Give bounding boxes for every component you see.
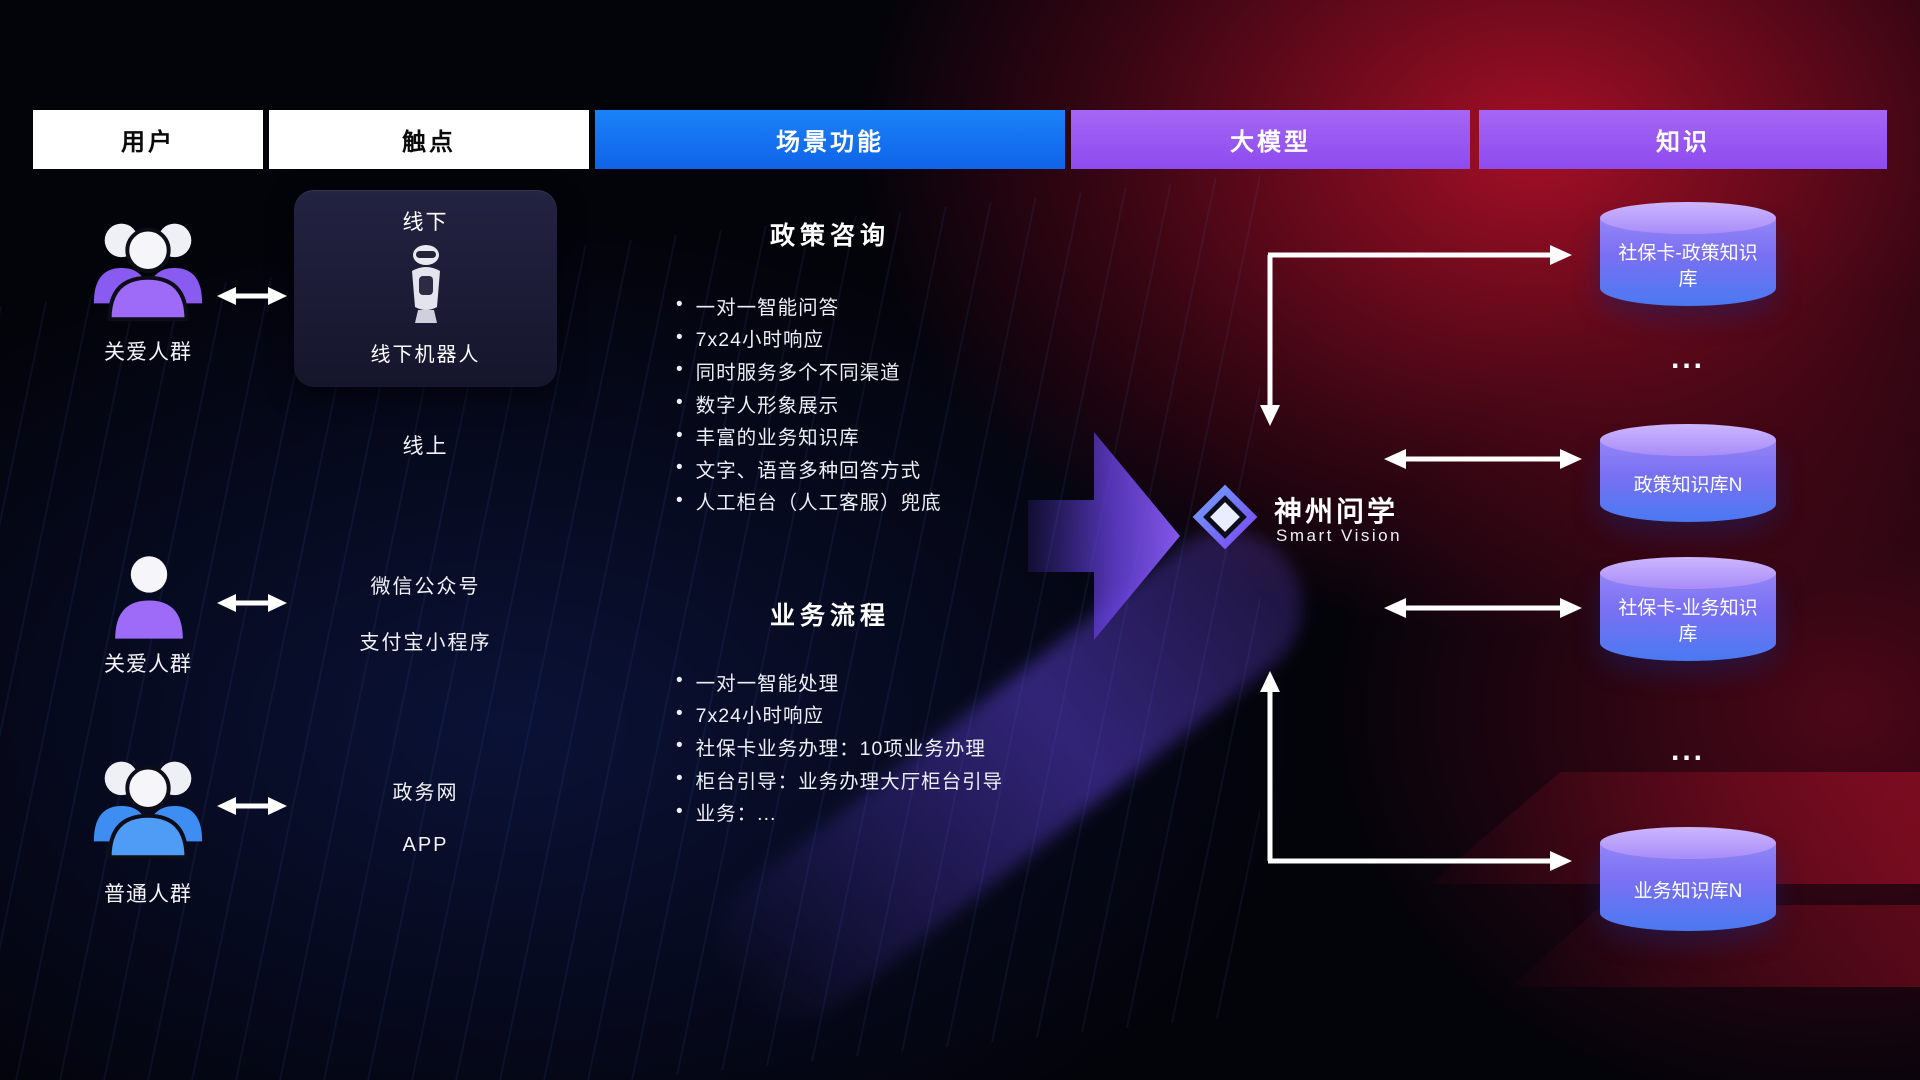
policy-bullet: 人工柜台（人工客服）兜底 xyxy=(676,485,1076,518)
db-label: 业务知识库N xyxy=(1633,881,1743,903)
channel-alipay: 支付宝小程序 xyxy=(359,632,492,654)
policy-bullet: 同时服务多个不同渠道 xyxy=(676,354,1076,387)
lane-header-knowledge: 知识 xyxy=(1479,110,1887,169)
db-cylinder-body: 政策知识库N xyxy=(1600,440,1776,522)
offline-title: 线下 xyxy=(402,211,449,234)
robot-icon xyxy=(411,245,440,323)
lane-header-users: 用户 xyxy=(33,110,263,169)
lane-header-model: 大模型 xyxy=(1071,110,1470,169)
channel-app: APP xyxy=(402,834,449,856)
lane-header-touchpoints: 触点 xyxy=(269,110,589,169)
policy-bullet-list: 一对一智能问答 7x24小时响应 同时服务多个不同渠道 数字人形象展示 丰富的业… xyxy=(676,289,1076,517)
offline-touchpoint-card: 线下 线下机器人 xyxy=(294,190,557,387)
channel-wechat: 微信公众号 xyxy=(370,576,481,598)
brand-name: 神州问学 xyxy=(1274,496,1399,527)
db-business-n: 业务知识库N xyxy=(1600,827,1776,931)
db-label: 社保卡-业务知识库 xyxy=(1618,598,1758,645)
db-label: 政策知识库N xyxy=(1633,475,1743,497)
channel-govweb: 政务网 xyxy=(392,782,459,804)
knowledge-ellipsis-bottom: ... xyxy=(1670,734,1705,767)
user-group-label: 关爱人群 xyxy=(104,341,192,364)
policy-bullet: 丰富的业务知识库 xyxy=(676,419,1076,452)
scenario-title-business: 业务流程 xyxy=(769,602,890,630)
diamond-logo-icon xyxy=(1192,484,1258,550)
policy-bullet: 7x24小时响应 xyxy=(676,322,1076,355)
db-policy-n: 政策知识库N xyxy=(1600,424,1776,522)
business-bullet: 一对一智能处理 xyxy=(676,665,1076,698)
policy-bullet: 文字、语音多种回答方式 xyxy=(676,452,1076,485)
offline-robot-label: 线下机器人 xyxy=(370,344,481,366)
db-label: 社保卡-政策知识库 xyxy=(1618,243,1758,290)
user-general-label: 普通人群 xyxy=(104,883,192,906)
brand-subtitle: Smart Vision xyxy=(1276,526,1403,545)
scenario-title-policy: 政策咨询 xyxy=(769,222,890,250)
person-icon xyxy=(115,556,183,639)
db-cylinder-body: 社保卡-业务知识库 xyxy=(1600,573,1776,661)
db-cylinder-top xyxy=(1600,827,1776,859)
business-bullet: 柜台引导：业务办理大厅柜台引导 xyxy=(676,763,1076,796)
policy-bullet: 数字人形象展示 xyxy=(676,387,1076,420)
db-cylinder-top xyxy=(1600,202,1776,234)
business-bullet: 业务：... xyxy=(676,795,1076,828)
lane-header-scenarios: 场景功能 xyxy=(595,110,1065,169)
knowledge-ellipsis-top: ... xyxy=(1670,342,1705,375)
user-single-label: 关爱人群 xyxy=(104,653,192,676)
online-title: 线上 xyxy=(402,435,449,458)
business-bullet: 7x24小时响应 xyxy=(676,698,1076,731)
policy-bullet: 一对一智能问答 xyxy=(676,289,1076,322)
db-policy-socialcard: 社保卡-政策知识库 xyxy=(1600,202,1776,306)
people-group-icon-blue xyxy=(93,761,203,860)
db-cylinder-top xyxy=(1600,557,1776,589)
db-business-socialcard: 社保卡-业务知识库 xyxy=(1600,557,1776,661)
people-group-icon xyxy=(93,223,203,322)
business-bullet: 社保卡业务办理：10项业务办理 xyxy=(676,730,1076,763)
db-cylinder-top xyxy=(1600,424,1776,456)
business-bullet-list: 一对一智能处理 7x24小时响应 社保卡业务办理：10项业务办理 柜台引导：业务… xyxy=(676,665,1076,828)
background-red-glow-lower xyxy=(1280,260,1920,1080)
